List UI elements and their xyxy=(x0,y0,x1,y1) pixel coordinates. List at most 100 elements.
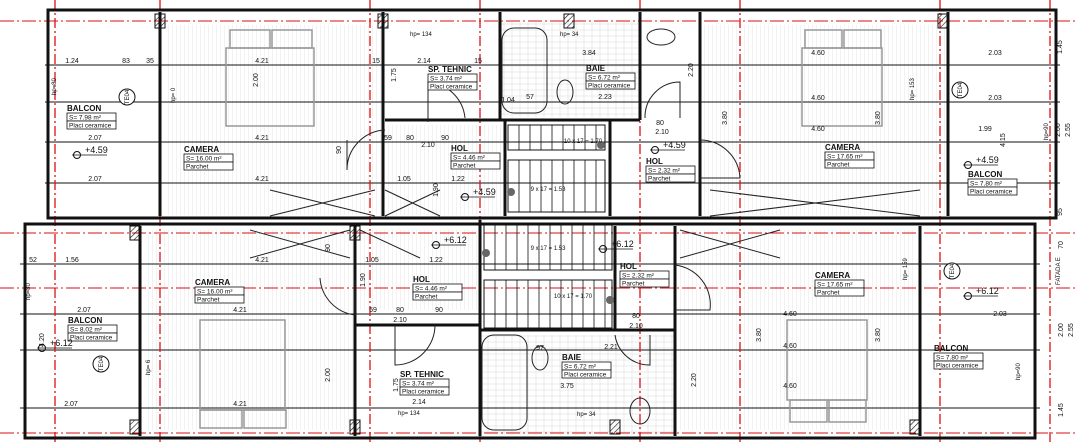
room-finish-box xyxy=(619,278,670,288)
window-tag-icon xyxy=(951,81,969,99)
handrail-post xyxy=(597,141,605,149)
dimension-label: 4.15 xyxy=(1000,133,1007,147)
room-name: HOL xyxy=(451,144,468,153)
stairs: 10 x 17 = 1.709 x 17 = 1.539 x 17 = 1.53… xyxy=(482,124,614,329)
window-tag-label: TE04 xyxy=(950,263,956,278)
dimension-label: 90 xyxy=(441,135,449,142)
dimension-label: 3.80 xyxy=(756,328,763,342)
walls xyxy=(23,8,1058,440)
dimension-label: 2.07 xyxy=(88,135,102,142)
elevation-label: +4.59 xyxy=(663,140,686,150)
dimension-label: 2.20 xyxy=(688,63,695,77)
room-area: S= 4.46 m² xyxy=(415,286,448,293)
room-name: SP. TEHNIC xyxy=(428,65,472,74)
room-name: HOL xyxy=(413,275,430,284)
room-finish: Parchet xyxy=(186,164,209,171)
sill-height-label: hp= 159 xyxy=(903,257,909,280)
dimension-label: 90 xyxy=(435,307,443,314)
dimension-label: 4.60 xyxy=(783,311,797,318)
room-name: CAMERA xyxy=(195,278,230,287)
room-finish-box xyxy=(427,81,478,91)
room-finish-box xyxy=(66,120,117,130)
sill-height-label: hp=80 xyxy=(26,282,32,300)
room-finish-box xyxy=(450,160,501,170)
dimension-label: 2.20 xyxy=(691,373,698,387)
room-finish: Placi ceramice xyxy=(564,372,607,379)
room-area: S= 8.02 m² xyxy=(70,327,103,334)
room-area: S= 2.32 m² xyxy=(622,273,655,280)
room-finish: Placi ceramice xyxy=(402,389,445,396)
room-finish: Placi ceramice xyxy=(936,363,979,370)
bathtub-bottom xyxy=(481,334,528,431)
dimension-label: 1.24 xyxy=(65,58,79,65)
room-name: BAIE xyxy=(562,353,582,362)
dimension-label: 4.21 xyxy=(233,401,247,408)
room-name: BAIE xyxy=(586,64,606,73)
toilet-top xyxy=(556,79,574,105)
dimension-label: 3.84 xyxy=(582,50,596,57)
dimension-label: 1.75 xyxy=(393,378,400,392)
dimension-label: 2.10 xyxy=(655,129,669,136)
room-finish-box xyxy=(814,287,865,297)
dimension-label: 1.04 xyxy=(501,97,515,104)
room-finish: Placi ceramice xyxy=(69,123,112,130)
sill-height-label: hp= 34 xyxy=(577,412,596,418)
dimension-label: 2.07 xyxy=(88,176,102,183)
dimension-label: 4.60 xyxy=(811,50,825,57)
room-name: CAMERA xyxy=(825,143,860,152)
sink-top xyxy=(646,28,676,46)
sink-bottom xyxy=(629,397,651,425)
sill-height-label: hp= 134 xyxy=(410,32,433,38)
dimension-label: 1.45 xyxy=(1057,40,1064,54)
dimension-label: 90 xyxy=(336,146,343,154)
room-name: BALCON xyxy=(67,104,101,113)
stair-label: 10 x 17 = 1.70 xyxy=(554,294,593,300)
dimension-label: 2.10 xyxy=(393,317,407,324)
sill-height-label: hp= 6 xyxy=(146,359,152,375)
window-tag-label: TE04 xyxy=(99,356,105,371)
dimension-label: 2.03 xyxy=(988,50,1002,57)
room-area: S= 7.80 m² xyxy=(970,181,1003,188)
sill-height-label: hp= 0 xyxy=(171,87,177,103)
dimension-label: 4.21 xyxy=(255,176,269,183)
dimension-label: 1.56 xyxy=(65,257,79,264)
dimension-label: 70 xyxy=(1058,241,1065,249)
dimension-label: 95 xyxy=(1057,208,1064,216)
room-finish-box xyxy=(585,80,636,90)
handrail-post xyxy=(507,188,515,196)
sill-height-label: hp=80 xyxy=(52,77,58,95)
room-name: HOL xyxy=(620,262,637,271)
stair-label: 9 x 17 = 1.53 xyxy=(531,246,567,252)
room-name: SP. TEHNIC xyxy=(400,370,444,379)
room-finish: Placi ceramice xyxy=(970,189,1013,196)
room-area: S= 6.72 m² xyxy=(588,75,621,82)
dimension-label: 97 xyxy=(536,345,544,352)
room-finish-box xyxy=(824,159,875,169)
stair-label: 10 x 17 = 1.70 xyxy=(564,139,603,145)
room-finish: Parchet xyxy=(817,290,840,297)
dimension-label: 80 xyxy=(632,313,640,320)
toilet-bottom xyxy=(531,345,549,371)
room-finish-box xyxy=(183,161,234,171)
dimension-label: 4.21 xyxy=(255,257,269,264)
dimension-label: 57 xyxy=(526,94,534,101)
dimension-label: 80 xyxy=(656,120,664,127)
dimension-label: 90 xyxy=(325,244,332,252)
room-finish-box xyxy=(645,173,696,183)
room-area: S= 7.80 m² xyxy=(936,355,969,362)
room-finish: Parchet xyxy=(197,297,220,304)
dimension-label: 2.55 xyxy=(1065,123,1072,137)
room-finish-box xyxy=(561,369,612,379)
elevation-label: +4.59 xyxy=(976,155,999,165)
room-finish-box xyxy=(933,360,984,370)
